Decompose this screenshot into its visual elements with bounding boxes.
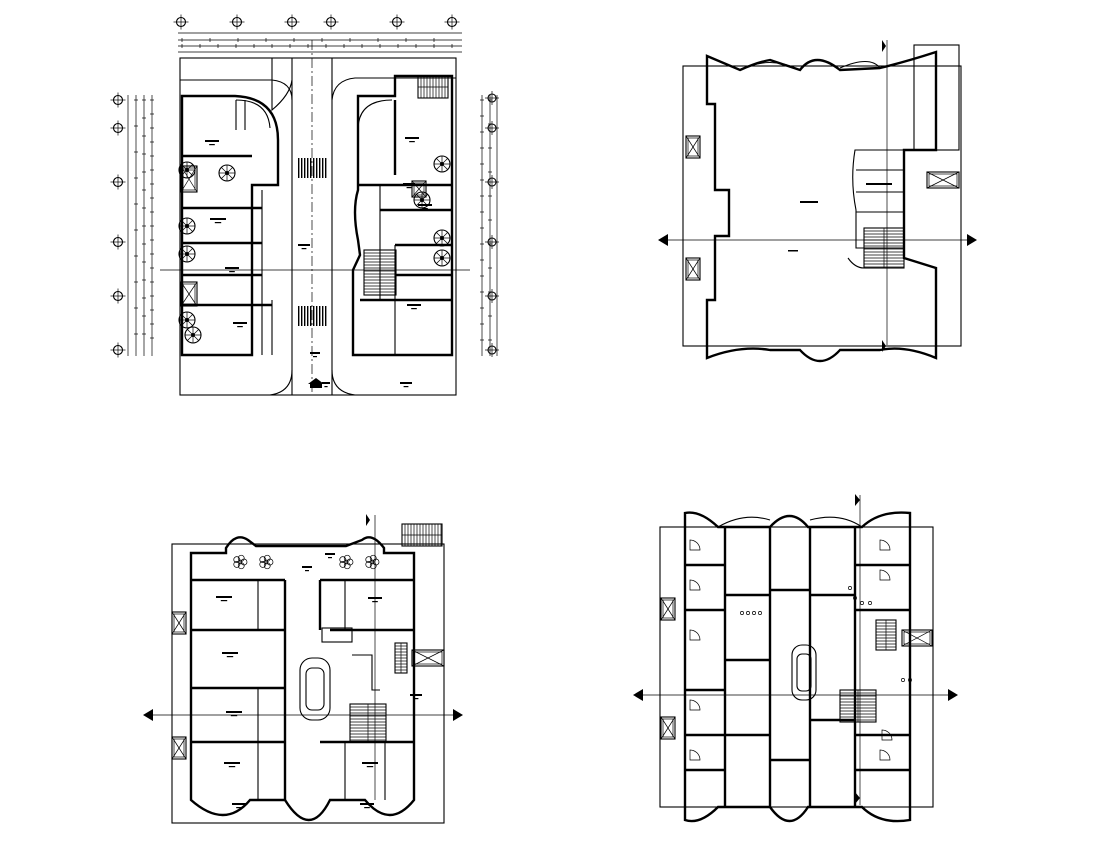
door-swing-icon [689,579,701,591]
north-arrow-icon [855,494,860,506]
floor-a-courtyard [299,657,331,721]
spiral-stair-icon [178,311,196,329]
ground-right-block [351,74,454,357]
grid-bubble-icon [485,175,499,189]
section-arrow-icon [967,234,977,246]
crossed-box-icon [685,135,701,159]
grid-bubble-icon [110,342,126,358]
spiral-stair-icon [433,229,451,247]
grid-bubble-icon [485,235,499,249]
top-dimension-lines [173,14,462,53]
grid-bubble-icon [323,14,339,30]
door-swing-icon [879,539,891,551]
staircase-icon [401,523,443,547]
floor-a-boundary [171,543,445,824]
planter-icon [365,554,380,570]
spiral-stair-icon [433,155,451,173]
grid-bubble-icon [110,120,126,136]
floor-b-courtyard [791,644,817,701]
spiral-stair-icon [218,164,236,182]
door-swing-icon [689,539,701,551]
grid-bubble-icon [444,14,460,30]
road-curb-bottom-right [331,369,356,396]
crossed-box-icon [926,171,960,189]
north-arrow-icon [882,340,886,352]
staircase-icon [839,689,877,723]
roof-outline [705,50,938,363]
crossed-box-icon [180,165,198,193]
right-dimension-lines [480,91,499,357]
crossed-box-icon [685,257,701,281]
north-arrow-icon [882,40,886,52]
crossed-box-icon [660,597,676,621]
floor-a-outline [189,536,416,821]
grid-bubble-icon [485,343,499,357]
floor-b-boundary [659,526,934,808]
spiral-stair-icon [184,326,202,344]
road-curb-bottom-left [269,369,293,396]
pedestrian-crossing [298,158,327,178]
crossed-box-icon [180,281,198,307]
grid-bubble-icon [110,92,126,108]
grid-bubble-icon [389,14,405,30]
section-arrow-icon [948,689,958,701]
door-swing-icon [879,569,891,581]
plan-ground-floor [110,14,499,396]
grid-bubble-icon [173,14,189,30]
entrance-arrow-icon [308,378,324,384]
crossed-box-icon [171,611,187,635]
plan-roof-top [658,40,977,363]
north-arrow-icon [855,792,860,804]
grid-bubble-icon [110,174,126,190]
grid-bubble-icon [284,14,300,30]
grid-bubble-icon [485,91,499,105]
plan-typical-floor-a [143,514,463,824]
staircase-icon [394,642,408,674]
spiral-stair-icon [178,245,196,263]
section-arrow-icon [453,709,463,721]
planter-icon [339,554,354,570]
section-arrow-icon [143,709,153,721]
section-arrow-icon [633,689,643,701]
crossed-box-icon [660,716,676,740]
pedestrian-crossing [298,306,327,326]
door-swing-icon [879,749,891,761]
door-swing-icon [689,699,701,711]
section-arrow-icon [658,234,668,246]
roof-boundary [682,65,962,347]
planter-icon [233,554,248,570]
crossed-box-icon [901,629,933,647]
door-swing-icon [689,749,701,761]
crossed-box-icon [411,649,445,667]
spiral-stair-icon [178,217,196,235]
door-swing-icon [881,729,893,741]
staircase-icon [349,703,387,743]
crossed-box-icon [171,736,187,760]
ground-left-block [180,94,280,357]
door-swing-icon [689,629,701,641]
spiral-stair-icon [433,249,451,267]
north-arrow-icon [366,514,370,526]
grid-bubble-icon [110,288,126,304]
road-curb-top-left [180,79,293,101]
site-boundary [179,57,457,396]
staircase-icon [875,619,897,651]
grid-bubble-icon [229,14,245,30]
planter-icon [259,554,274,570]
plan-typical-floor-b [633,494,958,823]
left-dimension-lines [110,92,154,358]
grid-bubble-icon [110,234,126,250]
road-curb-right [331,58,456,101]
staircase-icon [363,249,397,296]
staircase-icon [417,75,449,99]
